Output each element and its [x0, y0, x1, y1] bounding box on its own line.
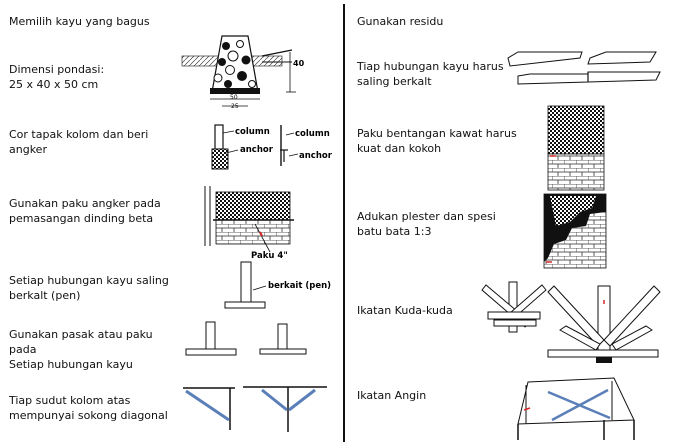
- item-dimensi-pondasi: Dimensi pondasi: 25 x 40 x 50 cm: [9, 63, 105, 91]
- column-anchor-figure: column anchor column anchor: [211, 124, 333, 170]
- paku-label: Paku 4": [251, 251, 288, 261]
- pen-joint-figure: berkait (pen): [224, 261, 331, 309]
- item-memilih-kayu: Memilih kayu yang bagus: [9, 15, 150, 28]
- item-pasak-paku: Gunakan pasak atau paku pada Setiap hubu…: [9, 328, 153, 371]
- anchor-label-1: anchor: [240, 145, 274, 155]
- item-ikatan-angin: Ikatan Angin: [357, 389, 427, 402]
- item-hubungan-kayu-pen: Setiap hubungan kayu saling berkalt (pen…: [9, 274, 169, 302]
- wire-mesh-figure: [547, 105, 605, 191]
- item-paku-angker: Gunakan paku angker pada pemasangan dind…: [9, 197, 161, 225]
- pasak-joint-figure: [185, 321, 307, 356]
- truss-joint-figure: [481, 281, 661, 363]
- plaster-figure: [543, 193, 607, 269]
- item-paku-kawat: Paku bentangan kawat harus kuat dan koko…: [357, 127, 517, 155]
- wind-bracing-figure: [517, 377, 635, 440]
- item-cor-tapak-kolom: Cor tapak kolom dan beri angker: [9, 128, 149, 156]
- lap-joint-figure: [507, 51, 661, 85]
- berkait-label: berkait (pen): [268, 281, 331, 291]
- column-divider: [343, 4, 345, 442]
- dim-50-label: 50: [230, 94, 238, 101]
- item-gunakan-residu: Gunakan residu: [357, 15, 444, 28]
- item-sokong-diagonal: Tiap sudut kolom atas mempunyai sokong d…: [9, 394, 168, 422]
- anchor-label-2: anchor: [299, 151, 333, 161]
- item-adukan-plester: Adukan plester dan spesi batu bata 1:3: [357, 210, 496, 238]
- item-ikatan-kuda-kuda: Ikatan Kuda-kuda: [357, 304, 453, 317]
- foundation-figure: 40 50 25: [181, 35, 305, 110]
- dim-40-label: 40: [293, 59, 305, 68]
- column-label-1: column: [235, 127, 270, 137]
- diagonal-brace-figure: [183, 386, 327, 432]
- wall-anchor-figure: Paku 4": [204, 186, 294, 261]
- dim-25-label: 25: [231, 103, 239, 110]
- column-label-2: column: [295, 129, 330, 139]
- item-hubungan-berkalt: Tiap hubungan kayu harus saling berkalt: [357, 60, 504, 88]
